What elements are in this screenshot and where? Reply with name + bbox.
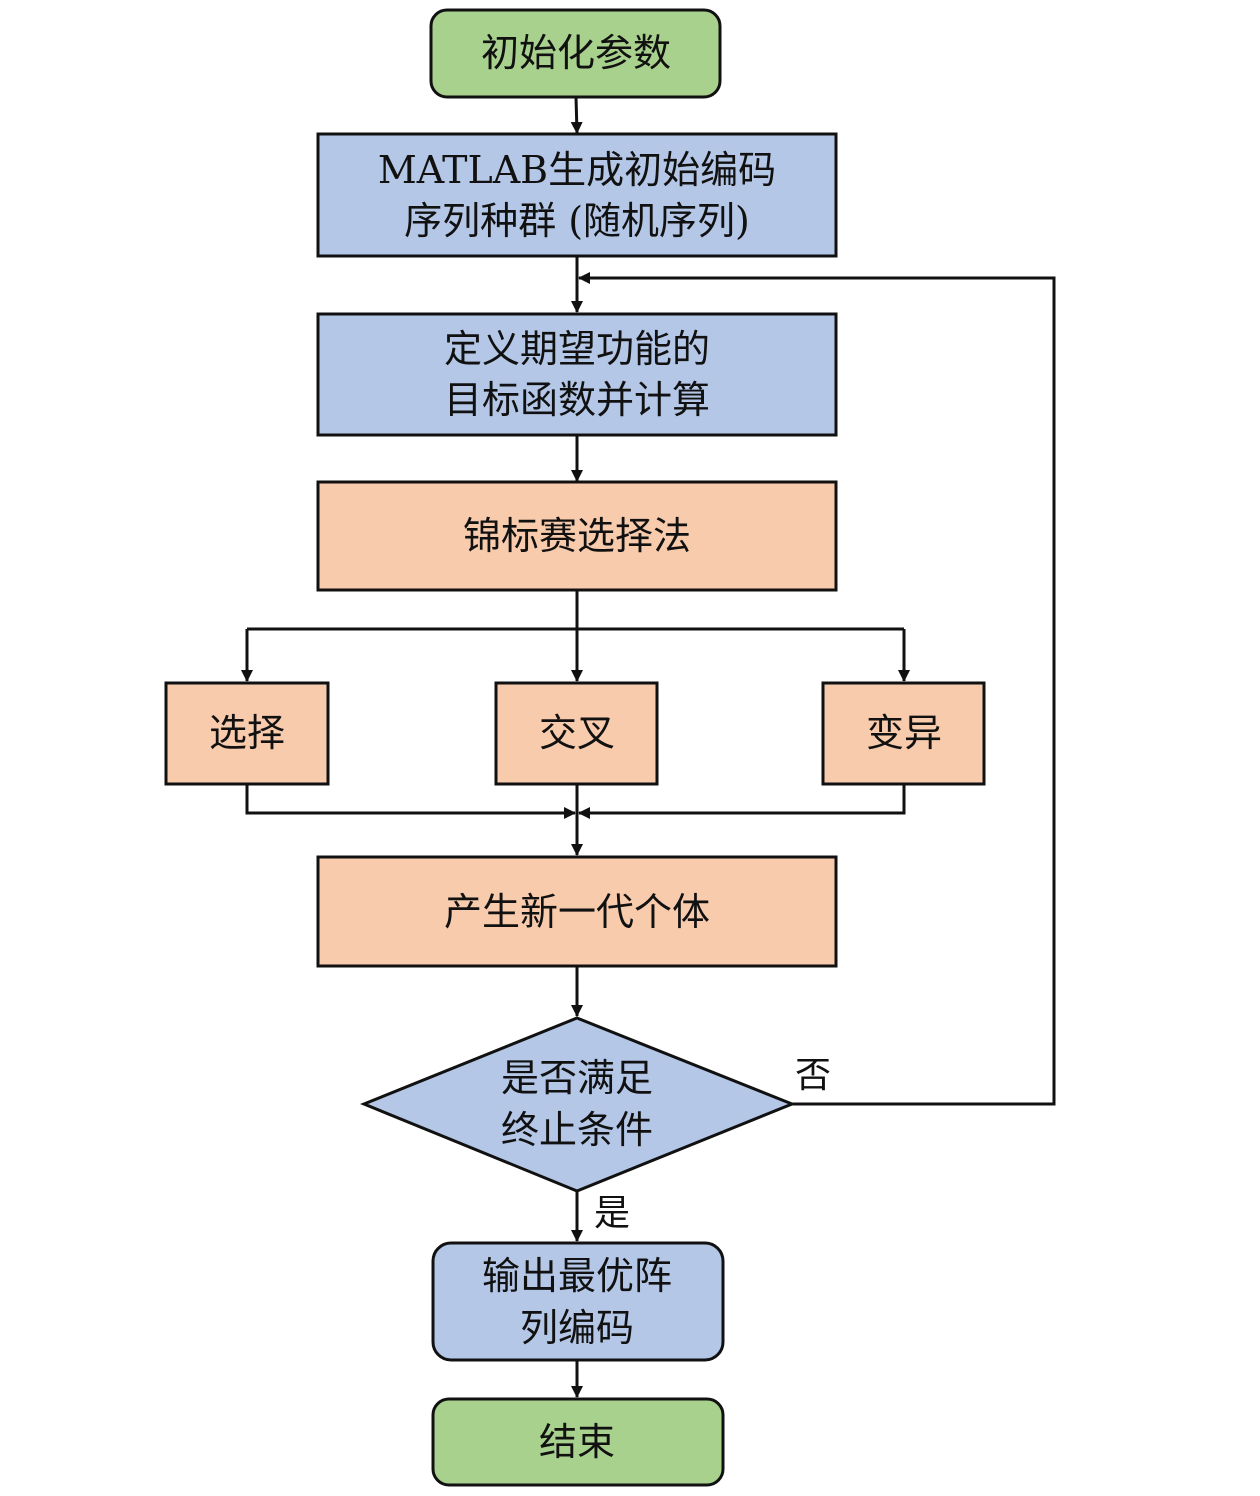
node-output[interactable]: 输出最优阵 列编码 — [431, 1241, 725, 1362]
node-objective-line2: 目标函数并计算 — [444, 378, 710, 422]
edge-mutation-merge — [578, 784, 906, 819]
node-decision[interactable]: 是否满足 终止条件 — [360, 1016, 797, 1193]
node-output-line2: 列编码 — [520, 1306, 634, 1350]
node-start-label: 初始化参数 — [481, 31, 671, 75]
node-decision-line2: 终止条件 — [501, 1108, 653, 1152]
node-objective[interactable]: 定义期望功能的 目标函数并计算 — [316, 312, 838, 437]
edge-selection-merge — [245, 784, 576, 819]
edge-label-no: 否 — [795, 1055, 831, 1096]
node-end-label: 结束 — [539, 1420, 615, 1464]
node-mutation[interactable]: 变异 — [821, 681, 986, 786]
node-objective-line1: 定义期望功能的 — [444, 327, 710, 371]
node-crossover-label: 交叉 — [539, 711, 615, 755]
edge-start-to-init — [570, 96, 583, 134]
node-init-population-line2: 序列种群 (随机序列) — [404, 199, 750, 243]
node-selection[interactable]: 选择 — [164, 681, 330, 786]
node-mutation-label: 变异 — [866, 711, 942, 755]
node-start[interactable]: 初始化参数 — [429, 8, 722, 99]
node-tournament[interactable]: 锦标赛选择法 — [316, 480, 838, 592]
edges — [241, 96, 1056, 1398]
node-init-population[interactable]: MATLAB生成初始编码 序列种群 (随机序列) — [316, 132, 838, 258]
node-decision-line1: 是否满足 — [501, 1056, 653, 1100]
node-new-generation[interactable]: 产生新一代个体 — [316, 855, 838, 968]
node-end[interactable]: 结束 — [431, 1397, 725, 1487]
node-new-generation-label: 产生新一代个体 — [444, 890, 710, 934]
node-output-line1: 输出最优阵 — [482, 1254, 672, 1298]
edge-no-loop — [578, 272, 1056, 1106]
edge-label-yes: 是 — [594, 1193, 630, 1234]
node-crossover[interactable]: 交叉 — [494, 681, 659, 786]
node-selection-label: 选择 — [209, 711, 285, 755]
node-tournament-label: 锦标赛选择法 — [463, 514, 691, 558]
node-init-population-line1: MATLAB生成初始编码 — [378, 148, 776, 192]
